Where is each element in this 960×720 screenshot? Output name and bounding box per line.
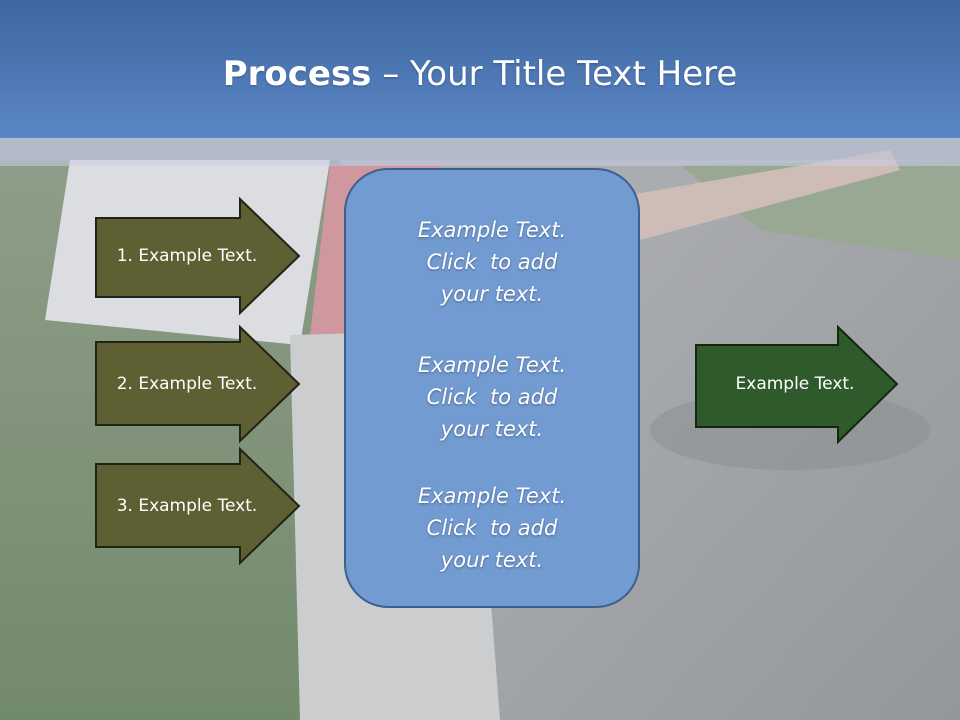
step-label-1: 1. Example Text. <box>116 246 258 266</box>
arrow-shape-3 <box>95 446 301 566</box>
result-arrow[interactable]: Example Text. <box>695 324 899 445</box>
step-arrow-2[interactable]: 2. Example Text. <box>95 324 301 444</box>
center-block-3-line3: your text. <box>440 548 544 572</box>
center-block-3-line2: Click to add <box>426 516 558 540</box>
arrow-shape-2 <box>95 324 301 444</box>
slide-title[interactable]: Process – Your Title Text Here <box>0 52 960 96</box>
title-subband <box>0 138 960 166</box>
center-block-3-line1: Example Text. <box>417 484 567 508</box>
title-rest: – Your Title Text Here <box>371 54 738 94</box>
arrow-shape-1 <box>95 196 301 316</box>
result-label: Example Text. <box>735 374 855 394</box>
step-arrow-3[interactable]: 3. Example Text. <box>95 446 301 566</box>
step-label-3: 3. Example Text. <box>116 496 258 516</box>
title-band <box>0 0 960 138</box>
center-block-2: Example Text. Click to add your text. <box>346 349 638 445</box>
step-label-2: 2. Example Text. <box>116 374 258 394</box>
center-block-1-line3: your text. <box>440 282 544 306</box>
title-bold: Process <box>222 54 372 94</box>
center-block-3: Example Text. Click to add your text. <box>346 480 638 576</box>
center-block-1: Example Text. Click to add your text. <box>346 214 638 310</box>
center-text-box[interactable]: Example Text. Click to add your text. Ex… <box>344 168 640 608</box>
result-arrow-shape <box>695 324 899 445</box>
center-block-2-line1: Example Text. <box>417 353 567 377</box>
center-block-1-line2: Click to add <box>426 250 558 274</box>
center-block-2-line2: Click to add <box>426 385 558 409</box>
center-block-1-line1: Example Text. <box>417 218 567 242</box>
center-block-2-line3: your text. <box>440 417 544 441</box>
step-arrow-1[interactable]: 1. Example Text. <box>95 196 301 316</box>
